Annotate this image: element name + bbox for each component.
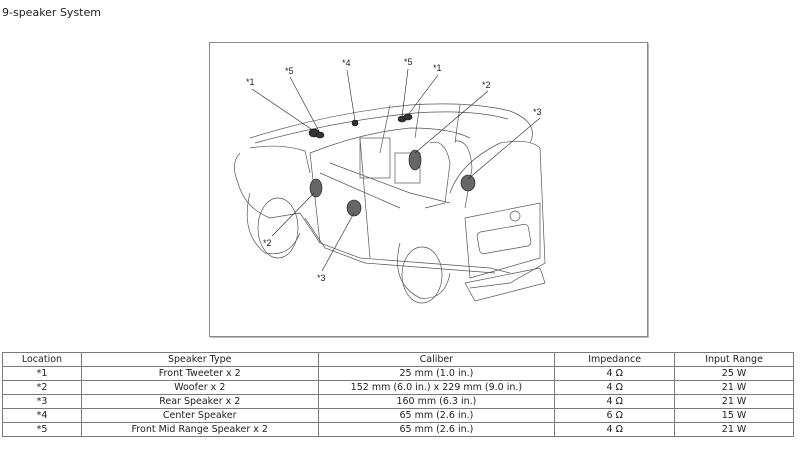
speaker-spec-table: Location Speaker Type Caliber Impedance …: [2, 352, 794, 437]
cell-input-range: 21 W: [674, 394, 794, 409]
cell-location: *3: [2, 394, 82, 409]
table-row: *1 Front Tweeter x 2 25 mm (1.0 in.) 4 Ω…: [2, 366, 794, 381]
callout-2-left: *2: [263, 238, 272, 248]
cell-caliber: 65 mm (2.6 in.): [317, 408, 556, 423]
speaker-location-diagram: *1 *5 *4 *5 *1 *2 *3 *2 *3: [209, 42, 648, 337]
header-speaker-type: Speaker Type: [80, 352, 319, 367]
header-impedance: Impedance: [554, 352, 676, 367]
cell-location: *1: [2, 366, 82, 381]
cell-input-range: 21 W: [674, 380, 794, 395]
speaker-rear-right: [460, 174, 476, 192]
callout-1-left: *1: [246, 77, 255, 87]
speaker-woofer-left: [309, 178, 323, 198]
speaker-woofer-right: [408, 149, 422, 171]
cell-location: *2: [2, 380, 82, 395]
header-input-range: Input Range: [674, 352, 794, 367]
header-location: Location: [2, 352, 82, 367]
cell-speaker-type: Front Mid Range Speaker x 2: [80, 422, 319, 437]
table-row: *2 Woofer x 2 152 mm (6.0 in.) x 229 mm …: [2, 380, 794, 395]
cell-speaker-type: Front Tweeter x 2: [80, 366, 319, 381]
table-row: *3 Rear Speaker x 2 160 mm (6.3 in.) 4 Ω…: [2, 394, 794, 409]
cell-impedance: 4 Ω: [554, 366, 676, 381]
header-caliber: Caliber: [317, 352, 556, 367]
cell-speaker-type: Woofer x 2: [80, 380, 319, 395]
cell-caliber: 65 mm (2.6 in.): [317, 422, 556, 437]
body-sill: [299, 212, 511, 274]
cell-input-range: 21 W: [674, 422, 794, 437]
cell-caliber: 25 mm (1.0 in.): [317, 366, 556, 381]
cell-input-range: 15 W: [674, 408, 794, 423]
callout-2-right: *2: [482, 80, 491, 90]
page-title: 9-speaker System: [2, 6, 101, 19]
cell-impedance: 4 Ω: [554, 422, 676, 437]
callout-3-left: *3: [317, 273, 326, 283]
front-wheel-arch: [246, 192, 301, 255]
cell-impedance: 6 Ω: [554, 408, 676, 423]
table-row: *5 Front Mid Range Speaker x 2 65 mm (2.…: [2, 422, 794, 437]
cell-location: *5: [2, 422, 82, 437]
cell-caliber: 160 mm (6.3 in.): [317, 394, 556, 409]
cell-impedance: 4 Ω: [554, 380, 676, 395]
callout-3-right: *3: [533, 107, 542, 117]
cell-input-range: 25 W: [674, 366, 794, 381]
speaker-front-midrange-left: [315, 131, 325, 139]
cell-location: *4: [2, 408, 82, 423]
speaker-front-tweeter-right: [403, 113, 413, 121]
table-row: *4 Center Speaker 65 mm (2.6 in.) 6 Ω 15…: [2, 408, 794, 423]
speaker-rear-left: [346, 199, 362, 217]
cell-impedance: 4 Ω: [554, 394, 676, 409]
tailgate: [464, 202, 541, 279]
cell-speaker-type: Center Speaker: [80, 408, 319, 423]
vehicle-drawing: *1 *5 *4 *5 *1 *2 *3 *2 *3: [234, 57, 546, 304]
rear-wheel-arch: [397, 242, 451, 299]
callout-4: *4: [342, 58, 351, 68]
license-plate-recess: [476, 223, 532, 255]
hood-outline: [234, 152, 301, 219]
callout-1-right: *1: [433, 63, 442, 73]
cell-caliber: 152 mm (6.0 in.) x 229 mm (9.0 in.): [317, 380, 556, 395]
roof-outline: [249, 103, 533, 144]
cell-speaker-type: Rear Speaker x 2: [80, 394, 319, 409]
callout-5-right: *5: [404, 57, 413, 67]
table-header-row: Location Speaker Type Caliber Impedance …: [2, 352, 794, 367]
callout-5-left: *5: [285, 66, 294, 76]
